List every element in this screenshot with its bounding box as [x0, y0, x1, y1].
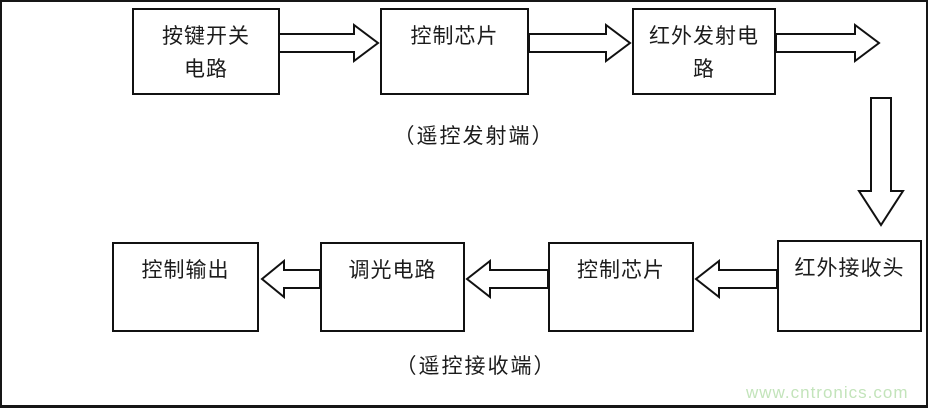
arrow-down-transmission — [857, 97, 905, 227]
block-control-output: 控制输出 — [112, 242, 259, 332]
arrow-right-chip-to-ir — [529, 23, 632, 63]
block-label-line: 红外接收头 — [794, 256, 905, 280]
block-control-chip-receiver: 控制芯片 — [548, 242, 694, 332]
watermark-cntronics: www.cntronics.com — [746, 383, 909, 402]
block-dimming-circuit: 调光电路 — [320, 242, 465, 332]
block-control-chip-transmitter: 控制芯片 — [380, 8, 529, 95]
arrow-right-key-to-chip — [279, 23, 380, 63]
caption-receiver-side: （遥控接收端） — [395, 354, 557, 378]
block-key-switch-circuit: 按键开关 电路 — [132, 8, 280, 95]
block-label-line: 电路 — [184, 57, 228, 81]
block-ir-receiver-head: 红外接收头 — [777, 240, 922, 332]
arrow-right-ir-out — [776, 23, 881, 63]
block-label-line: 按键开关 — [162, 24, 250, 48]
block-ir-transmit-circuit: 红外发射电 路 — [632, 8, 776, 95]
arrow-left-dimming-to-output — [260, 259, 320, 299]
block-label-line: 控制输出 — [141, 258, 230, 282]
arrow-left-chip-to-dimming — [465, 259, 548, 299]
block-label-line: 控制芯片 — [577, 258, 665, 282]
block-label-line: 控制芯片 — [410, 24, 499, 48]
arrow-left-receiver-to-chip — [694, 259, 777, 299]
caption-transmitter-side: （遥控发射端） — [393, 124, 555, 148]
block-label-line: 路 — [693, 57, 715, 81]
block-label-line: 红外发射电 — [649, 24, 759, 48]
block-label-line: 调光电路 — [348, 258, 437, 282]
